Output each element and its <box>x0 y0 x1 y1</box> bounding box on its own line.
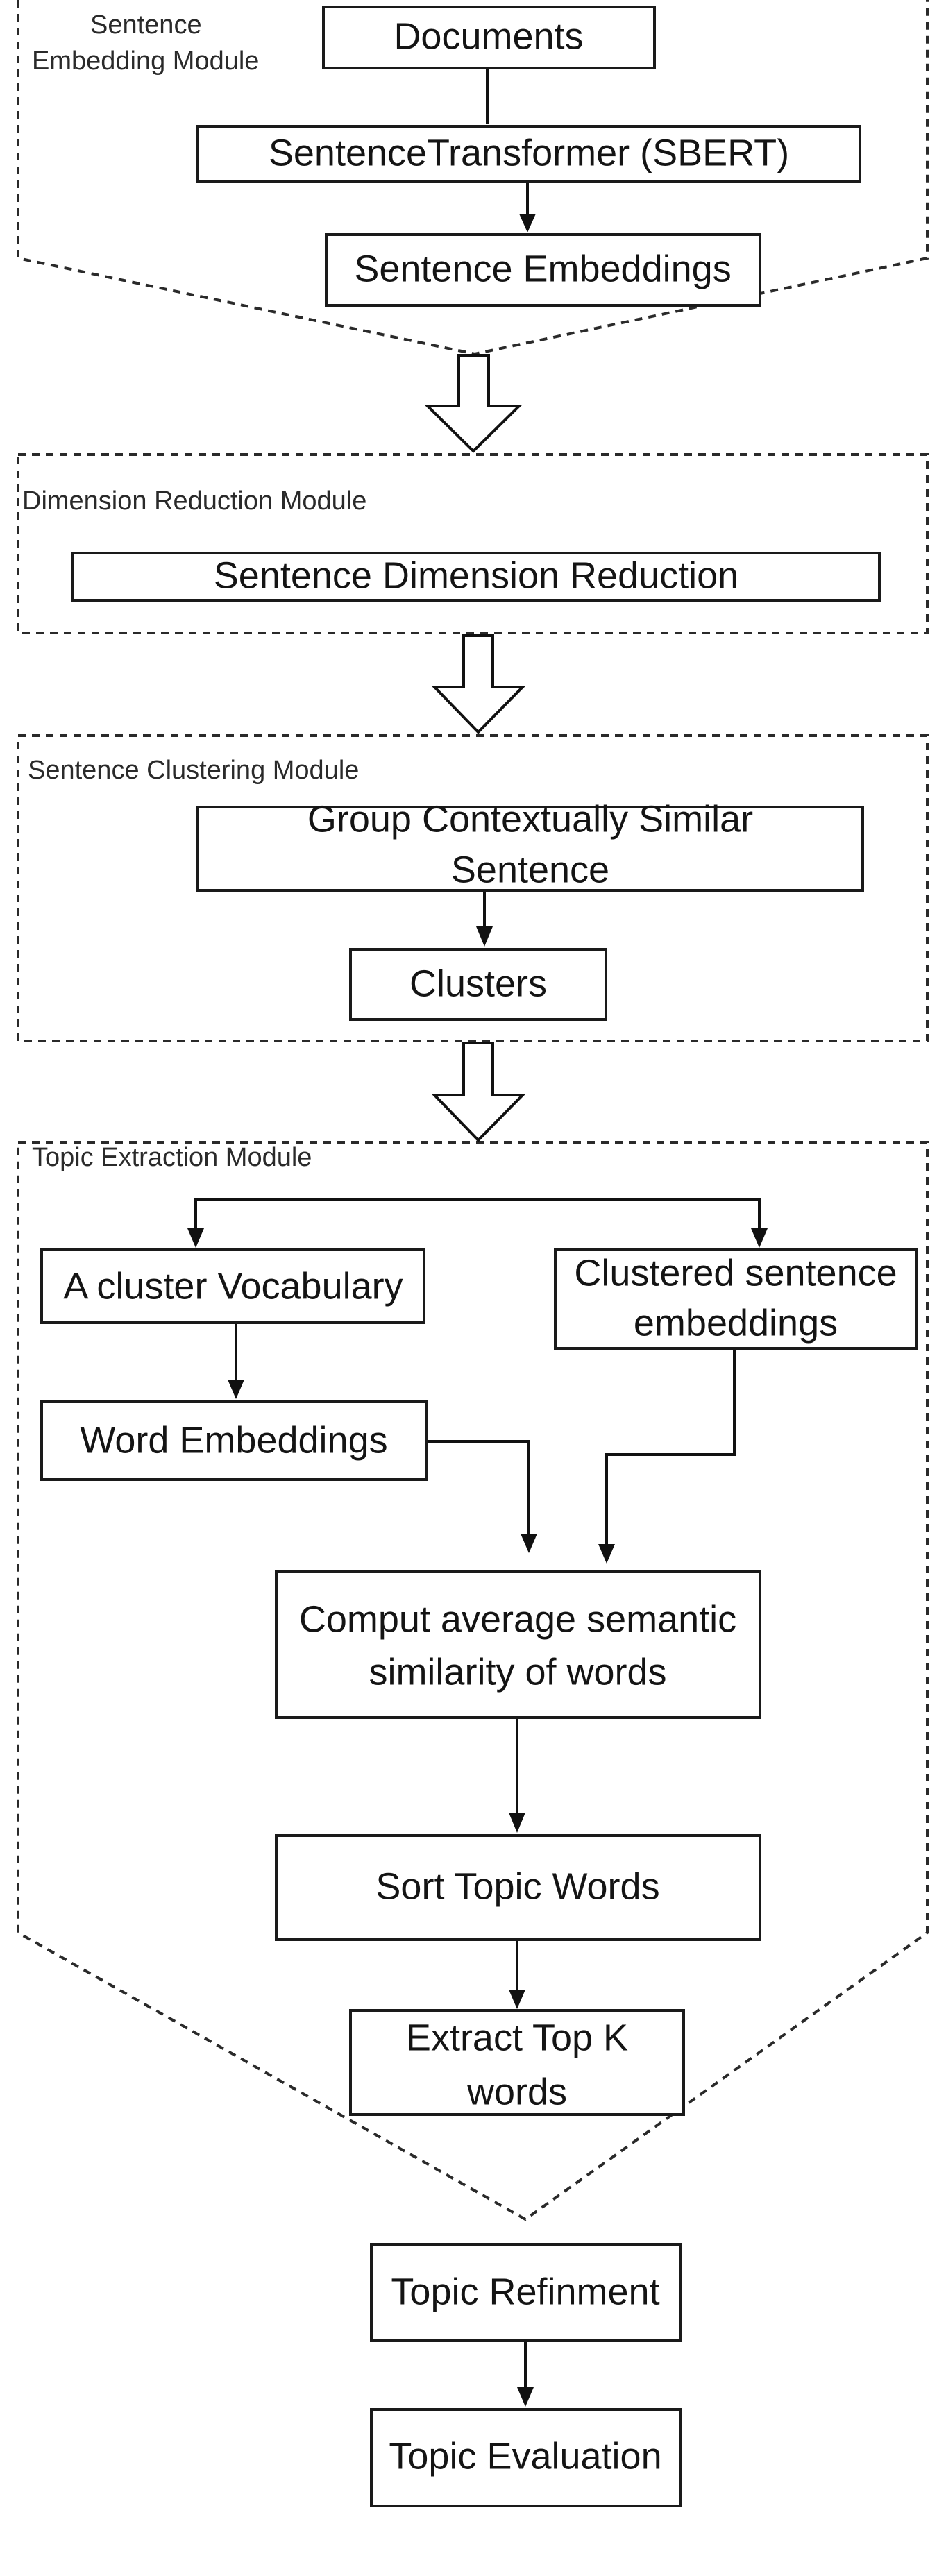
clustering-module-label: Sentence Clustering Module <box>28 756 359 785</box>
node-word-embeddings-label: Word Embeddings <box>80 1419 387 1461</box>
node-documents: Documents <box>322 6 656 69</box>
node-word-embeddings: Word Embeddings <box>40 1400 428 1481</box>
node-cluster-vocabulary: A cluster Vocabulary <box>40 1248 425 1324</box>
arrowhead-word-embeddings-to-similarity <box>521 1534 537 1553</box>
node-topic-evaluation: Topic Evaluation <box>370 2408 682 2507</box>
node-clustered-sentence-embeddings-line1: Clustered sentence <box>574 1252 897 1294</box>
node-dimension-reduction-label: Sentence Dimension Reduction <box>214 554 738 596</box>
node-sentence-embeddings-label: Sentence Embeddings <box>354 248 731 289</box>
transition-arrow-clustering-to-extraction <box>431 1042 526 1142</box>
node-topic-refinement: Topic Refinment <box>370 2243 682 2342</box>
node-clustered-sentence-embeddings-line2: embeddings <box>634 1302 838 1344</box>
embedding-module-label-line1: Sentence <box>90 10 202 40</box>
edge-word-embeddings-to-similarity <box>428 1440 530 1534</box>
node-semantic-similarity: Comput average semantic similarity of wo… <box>275 1570 761 1719</box>
node-semantic-similarity-line1: Comput average semantic <box>299 1598 736 1640</box>
node-topic-refinement-label: Topic Refinment <box>391 2271 659 2312</box>
arrowhead-to-clustered-embeddings <box>751 1228 768 1248</box>
node-extract-top-k-words: Extract Top K words <box>349 2009 685 2116</box>
node-documents-label: Documents <box>394 15 583 57</box>
node-group-similar-sentence: Group Contextually Similar Sentence <box>196 798 864 892</box>
arrowhead-to-cluster-vocab <box>187 1228 204 1248</box>
extraction-module-boundary <box>17 1141 929 2221</box>
node-cluster-vocabulary-label: A cluster Vocabulary <box>63 1265 403 1307</box>
node-sort-topic-words-label: Sort Topic Words <box>375 1865 659 1907</box>
arrowhead-group-to-clusters <box>476 926 493 947</box>
arrowhead-sort-to-extract <box>509 1990 525 2009</box>
node-extract-top-k-words-line2: words <box>466 2071 567 2112</box>
edge-split-bracket <box>194 1198 761 1228</box>
transition-arrow-reduction-to-clustering <box>431 634 526 734</box>
transition-arrow-embedding-to-reduction <box>424 354 523 453</box>
arrowhead-vocab-to-word-embeddings <box>228 1380 244 1399</box>
node-group-similar-sentence-line1: Group Contextually Similar <box>307 798 753 840</box>
node-semantic-similarity-line2: similarity of words <box>369 1651 666 1693</box>
clustering-module-boundary <box>17 734 929 1042</box>
node-extract-top-k-words-line1: Extract Top K <box>406 2017 628 2058</box>
node-sentence-embeddings: Sentence Embeddings <box>325 233 761 307</box>
node-clustered-sentence-embeddings: Clustered sentence embeddings <box>554 1248 918 1350</box>
node-dimension-reduction: Sentence Dimension Reduction <box>71 552 881 602</box>
node-topic-evaluation-label: Topic Evaluation <box>389 2435 661 2477</box>
arrowhead-similarity-to-sort <box>509 1813 525 1833</box>
extraction-module-label: Topic Extraction Module <box>32 1143 312 1172</box>
node-sort-topic-words: Sort Topic Words <box>275 1834 761 1941</box>
reduction-module-boundary <box>17 453 929 634</box>
node-group-similar-sentence-line2: Sentence <box>451 849 609 890</box>
embedding-module-label-line2: Embedding Module <box>32 46 259 76</box>
reduction-module-label: Dimension Reduction Module <box>22 486 366 516</box>
node-clusters-label: Clusters <box>409 963 547 1004</box>
node-sbert: SentenceTransformer (SBERT) <box>196 125 861 183</box>
arrowhead-clustered-to-similarity <box>598 1544 615 1564</box>
edge-clustered-to-similarity <box>605 1349 736 1544</box>
node-clusters: Clusters <box>349 948 607 1021</box>
arrowhead-sbert-to-embeddings <box>519 214 536 232</box>
arrowhead-refinement-to-evaluation <box>517 2387 534 2407</box>
node-sbert-label: SentenceTransformer (SBERT) <box>269 132 789 173</box>
